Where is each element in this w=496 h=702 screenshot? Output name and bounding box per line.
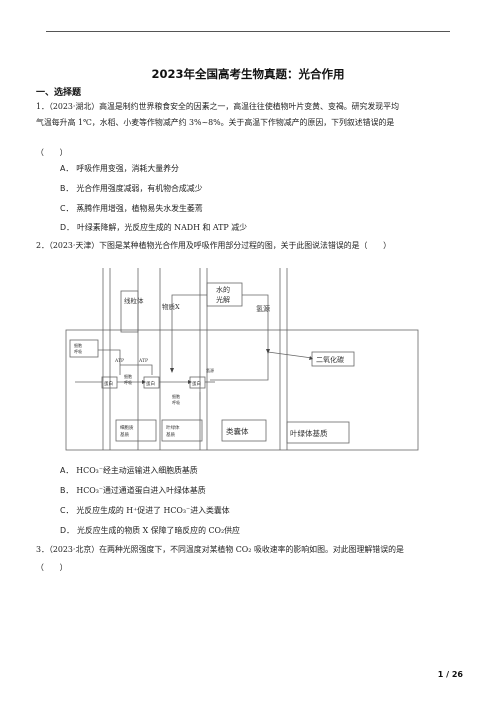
question-2-option-b: B．HCO₃⁻通过通道蛋白进入叶绿体基质	[60, 485, 206, 496]
option-letter: B．	[60, 184, 74, 193]
question-1-option-d: D．叶绿素降解，光反应生成的 NADH 和 ATP 减少	[60, 222, 247, 233]
option-letter: C．	[60, 506, 74, 515]
cytoplasm-label-1: 细胞质	[120, 424, 134, 431]
stroma-label: 叶绿体基质	[290, 428, 328, 438]
arrow-head	[188, 380, 192, 384]
chloroplast-label-box	[161, 419, 203, 442]
thylakoid-label-box	[221, 419, 267, 442]
question-2-option-a: A．HCO₃⁻经主动运输进入细胞质基质	[60, 465, 198, 476]
thylakoid-label: 类囊体	[226, 426, 249, 436]
question-1-option-a: A．呼吸作用变强，消耗大量养分	[60, 163, 179, 174]
water-photolysis-label-1: 水的	[216, 285, 230, 294]
resp-label-bottom-2: 呼吸	[172, 399, 180, 405]
page-title: 2023年全国高考生物真题：光合作用	[151, 67, 345, 81]
option-letter: A．	[60, 466, 74, 475]
question-3-stem: 3．（2023·北京）在两种光照强度下，不同温度对某植物 CO₂ 吸收速率的影响…	[36, 542, 461, 558]
header-rule	[46, 31, 450, 32]
flow-line	[171, 294, 207, 370]
flow-line	[98, 349, 121, 375]
protein-box	[101, 376, 118, 389]
option-text: 蒸腾作用增强，植物易失水发生萎蔫	[76, 204, 203, 213]
cell-resp-label-1: 细胞	[124, 373, 132, 379]
option-text: 光合作用强度减弱，有机物合成减少	[76, 184, 203, 193]
option-text: 光反应生成的 H⁺促进了 HCO₃⁻进入类囊体	[76, 506, 230, 515]
question-1-option-c: C．蒸腾作用增强，植物易失水发生萎蔫	[60, 203, 203, 214]
option-text: 呼吸作用变强，消耗大量养分	[76, 164, 179, 173]
question-2-stem: 2．（2023·天津）下图是某种植物光合作用及呼吸作用部分过程的图，关于此图说法…	[36, 238, 461, 254]
question-1-answer-paren: （ ）	[36, 148, 68, 157]
chloroplast-label-2: 基质	[166, 431, 175, 438]
mitochondrion-box	[120, 290, 139, 333]
cell-resp-label-2: 呼吸	[124, 379, 132, 385]
flow-line	[120, 364, 153, 375]
resp-label-bottom-1: 细胞	[172, 393, 180, 399]
water-photolysis-box	[206, 282, 243, 307]
question-2-option-d: D．光反应生成的物质 X 保障了暗反应的 CO₂供应	[60, 525, 240, 536]
arrow-head	[142, 380, 146, 384]
question-2-option-c: C．光反应生成的 H⁺促进了 HCO₃⁻进入类囊体	[60, 505, 230, 516]
atp-label-2: ATP	[138, 358, 148, 364]
option-letter: C．	[60, 204, 74, 213]
option-letter: A．	[60, 164, 74, 173]
question-3-line-1: 3．（2023·北京）在两种光照强度下，不同温度对某植物 CO₂ 吸收速率的影响…	[36, 545, 404, 554]
option-letter: D．	[60, 526, 74, 535]
proton-label: 氢源	[256, 304, 270, 313]
protein-label-1: 蛋白	[104, 380, 113, 387]
option-text: 叶绿素降解，光反应生成的 NADH 和 ATP 减少	[76, 223, 248, 232]
cytoplasm-label-2: 基质	[120, 431, 129, 438]
arrow-head	[170, 368, 174, 373]
respiration-box	[69, 339, 99, 358]
option-letter: B．	[60, 486, 74, 495]
question-1-option-b: B．光合作用强度减弱，有机物合成减少	[60, 183, 203, 194]
water-photolysis-label-2: 光解	[216, 295, 230, 304]
flow-line	[210, 352, 269, 381]
protein-label-3: 蛋白	[192, 380, 201, 387]
question-3-answer-paren: （ ）	[36, 563, 68, 572]
arrow-head	[266, 349, 270, 354]
stroma-label-box	[286, 421, 350, 444]
option-letter: D．	[60, 223, 74, 232]
question-1-line-2: 气温每升高 1℃，水稻、小麦等作物减产约 3%~8%。关于高温下作物减产的原因，…	[36, 118, 395, 127]
option-text: HCO₃⁻通过通道蛋白进入叶绿体基质	[76, 486, 206, 495]
protein-label-2: 蛋白	[146, 380, 155, 387]
chloroplast-label-1: 叶绿体	[166, 424, 180, 431]
mito-label: 线粒体	[124, 296, 144, 305]
cytoplasm-label-box	[115, 419, 157, 442]
flow-line	[267, 351, 313, 359]
atp-label-1: ATP	[114, 358, 124, 364]
hydrogen-label: 氢源	[206, 367, 214, 373]
arrow-head	[309, 356, 313, 360]
substance-x-label: 物质X	[162, 302, 180, 311]
question-1-stem: 1．（2023·湖北）高温是制约世界粮食安全的因素之一，高温往往使植物叶片变黄、…	[36, 99, 461, 131]
page-number: 1 / 26	[437, 670, 463, 679]
respiration-label-2: 呼吸	[74, 348, 82, 354]
section-heading: 一、选择题	[36, 88, 82, 98]
option-text: HCO₃⁻经主动运输进入细胞质基质	[76, 466, 198, 475]
question-1-line-1: 1．（2023·湖北）高温是制约世界粮食安全的因素之一，高温往往使植物叶片变黄、…	[36, 102, 399, 111]
respiration-label-1: 细胞	[74, 342, 82, 348]
question-2-line-1: 2．（2023·天津）下图是某种植物光合作用及呼吸作用部分过程的图，关于此图说法…	[36, 241, 392, 250]
option-text: 光反应生成的物质 X 保障了暗反应的 CO₂供应	[76, 526, 240, 535]
diagram-frame	[65, 329, 419, 451]
flow-line	[242, 294, 269, 352]
co2-label: 二氧化碳	[316, 355, 344, 364]
